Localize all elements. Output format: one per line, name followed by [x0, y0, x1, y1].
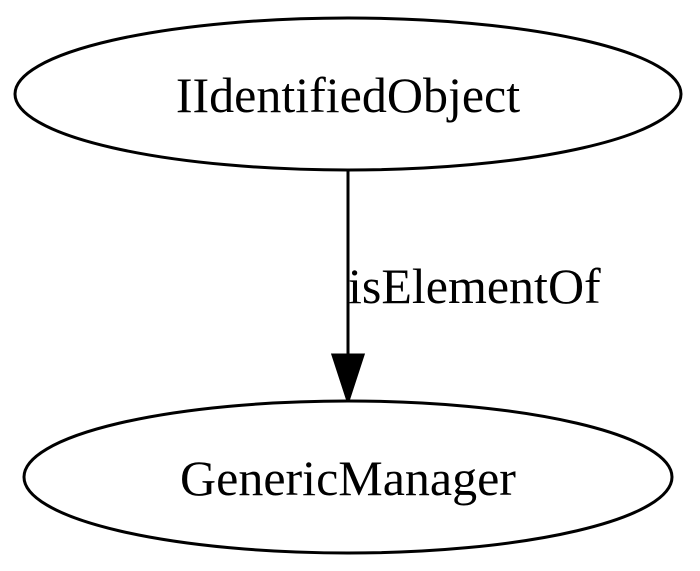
- node-genericmanager[interactable]: GenericManager: [22, 399, 674, 555]
- node-genericmanager-shape: [22, 399, 674, 555]
- node-genericmanager-label: GenericManager: [180, 450, 516, 506]
- node-iidentifiedobject[interactable]: IIdentifiedObject: [13, 16, 683, 172]
- edge-iselementof: isElementOf: [330, 170, 601, 406]
- edge-iselementof-arrowhead: [330, 353, 366, 406]
- edge-iselementof-label: isElementOf: [348, 258, 601, 314]
- node-iidentifiedobject-label: IIdentifiedObject: [176, 67, 520, 123]
